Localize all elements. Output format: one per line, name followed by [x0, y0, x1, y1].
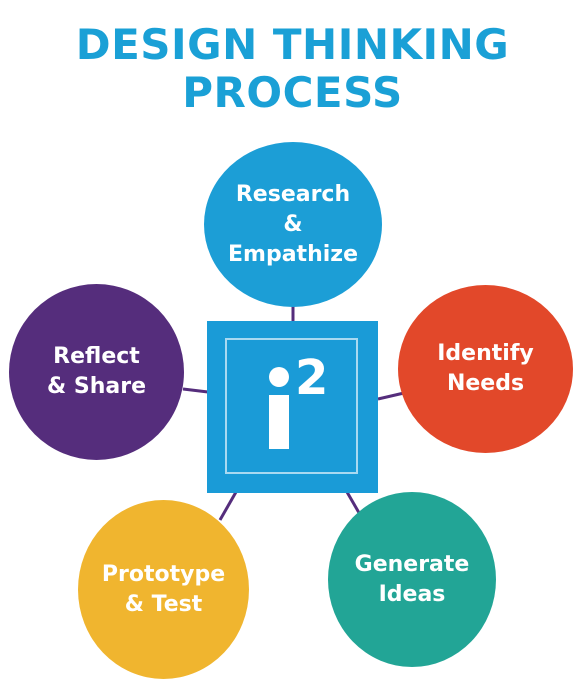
node-generate-ideas: Generate Ideas [328, 492, 496, 667]
node-reflect-share: Reflect & Share [9, 284, 184, 460]
connector-identify [377, 391, 405, 401]
logo-superscript: 2 [295, 350, 329, 406]
title-line-1: DESIGN THINKING [75, 20, 510, 69]
node-label: & [283, 211, 303, 237]
node-label: Prototype [101, 561, 226, 587]
logo-i-stem [269, 395, 289, 449]
node-label: Needs [446, 371, 525, 396]
connector-reflect [182, 387, 209, 394]
node-label: Ideas [378, 581, 446, 607]
node-research-empathize: Research & Empathize [204, 142, 382, 307]
logo-i-dot [269, 367, 289, 387]
node-label: Research [235, 181, 351, 207]
connector-prototype [218, 491, 238, 521]
node-label: & Share [47, 374, 146, 399]
i2-logo: 2 [207, 321, 378, 493]
logo-inner-frame: 2 [225, 338, 358, 474]
node-identify-needs: Identify Needs [398, 285, 573, 453]
node-label: & Test [124, 591, 203, 617]
node-label: Generate [354, 551, 470, 577]
node-label: Identify [437, 341, 534, 366]
node-label: Reflect [53, 344, 140, 369]
node-prototype-test: Prototype & Test [78, 500, 249, 679]
node-label: Empathize [228, 241, 358, 267]
title-line-2: PROCESS [182, 68, 403, 117]
